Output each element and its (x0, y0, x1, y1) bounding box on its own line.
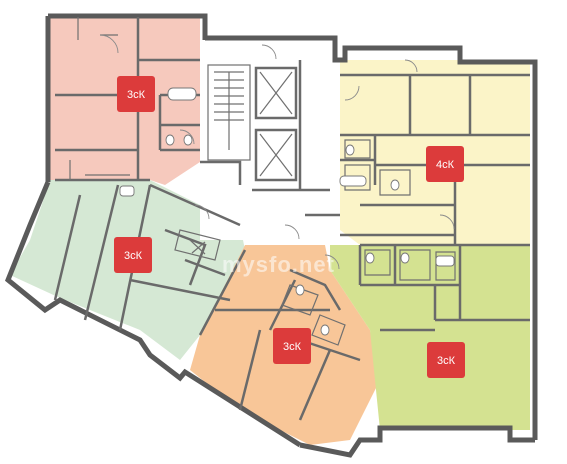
outer-wall-bottom-left (4, 181, 302, 448)
core-walls (200, 60, 340, 217)
outer-wall-top-left (45, 13, 208, 182)
apartment-badge-lime[interactable]: 3сК (427, 342, 465, 378)
apartment-badge-pink[interactable]: 3сК (117, 76, 155, 112)
green-details (174, 229, 221, 261)
apartment-lime-area[interactable] (330, 245, 530, 430)
lime-walls (358, 243, 530, 332)
apartment-badge-green[interactable]: 3сК (114, 237, 152, 273)
stairwell (207, 64, 251, 161)
outer-wall-bottom-right (299, 425, 535, 458)
apartment-label-pink: 3сК (127, 89, 146, 101)
apartment-label-orange: 3сК (283, 341, 302, 353)
apartment-badge-orange[interactable]: 3сК (273, 328, 311, 364)
elevator-1 (254, 66, 298, 120)
outer-wall-top-core (205, 35, 538, 440)
lime-details (364, 249, 456, 281)
apartment-badge-cream[interactable]: 4сК (426, 146, 464, 182)
doors (99, 34, 455, 270)
watermark: mysfo.net (222, 252, 335, 277)
apartment-label-green: 3сК (124, 250, 143, 262)
bathroom-fixtures (119, 87, 455, 336)
elevator-2 (254, 128, 298, 182)
apartment-label-lime: 3сК (437, 355, 456, 367)
orange-details (281, 284, 346, 346)
pink-details (69, 17, 130, 180)
apartment-label-cream: 4сК (436, 159, 455, 171)
common-core-area (200, 40, 340, 240)
